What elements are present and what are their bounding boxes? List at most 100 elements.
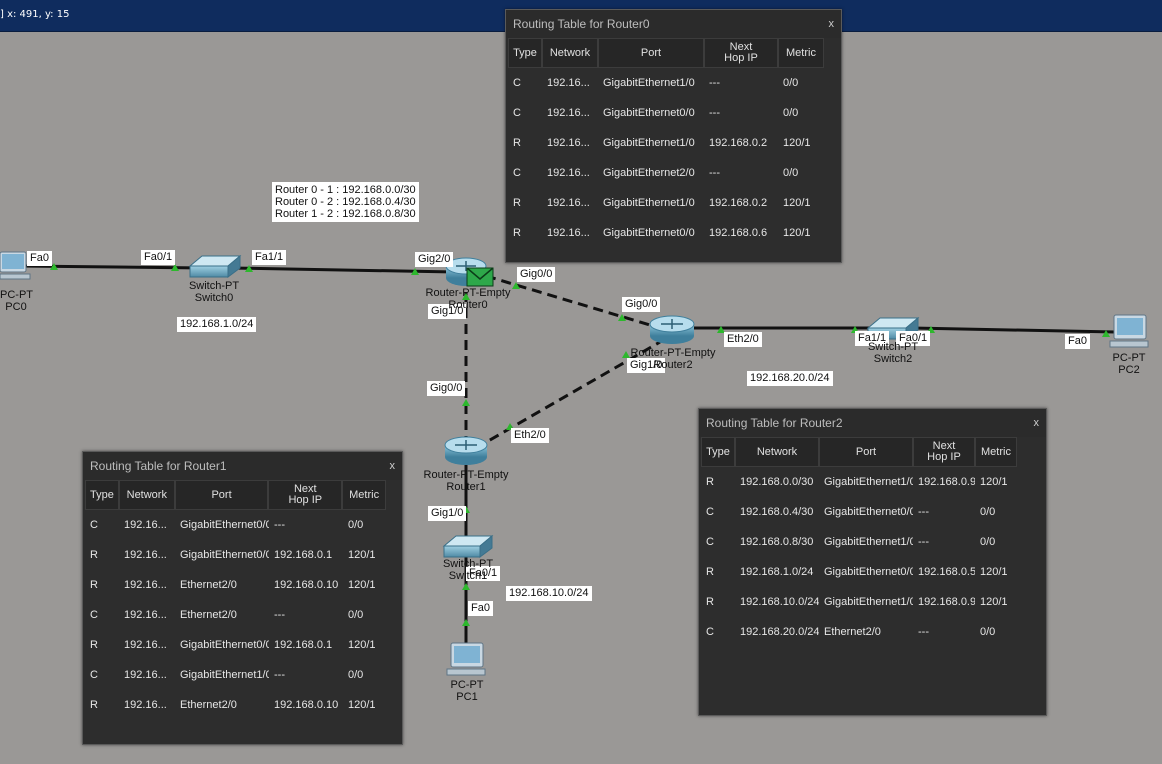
router2-icon[interactable]: [649, 315, 695, 344]
column-header-metric[interactable]: Metric: [975, 437, 1017, 467]
pc1-icon[interactable]: [446, 642, 486, 676]
column-header-network[interactable]: Network: [118, 480, 175, 510]
table-cell-type: C: [513, 107, 521, 119]
port-label-router1-eth20: Eth2/0: [511, 428, 549, 443]
window-titlebar[interactable]: Routing Table for Router2 x: [699, 409, 1046, 437]
port-label-router0-gig00: Gig0/0: [517, 267, 556, 282]
table-cell-type: C: [706, 506, 714, 518]
close-button[interactable]: x: [1033, 417, 1040, 429]
table-cell-metric: 0/0: [348, 609, 364, 621]
window-title: Routing Table for Router0: [513, 17, 650, 31]
table-cell-next-hop-ip: 192.168.0.2: [709, 137, 768, 149]
network-label-192-168-1-0: 192.168.1.0/24: [177, 317, 257, 332]
port-label-pc1-fa0: Fa0: [468, 601, 493, 616]
port-label-switch2-fa11: Fa1/1: [855, 331, 890, 346]
table-cell-type: R: [90, 549, 98, 561]
device-name: Switch0: [194, 292, 234, 304]
window-titlebar[interactable]: Routing Table for Router0 x: [506, 10, 841, 38]
column-header-type[interactable]: Type: [85, 480, 119, 510]
column-header-network[interactable]: Network: [542, 38, 598, 68]
table-cell-type: C: [513, 77, 521, 89]
link-switch0-router0[interactable]: [231, 266, 456, 274]
column-header-port[interactable]: Port: [174, 480, 269, 510]
column-header-metric[interactable]: Metric: [342, 480, 387, 510]
table-cell-metric: 0/0: [980, 506, 996, 518]
table-cell-port: Ethernet2/0: [180, 699, 237, 711]
table-cell-next-hop-ip: ---: [709, 107, 720, 119]
window-titlebar[interactable]: Routing Table for Router1 x: [83, 452, 402, 480]
table-cell-next-hop-ip: ---: [918, 626, 929, 638]
column-header-type[interactable]: Type: [508, 38, 542, 68]
table-cell-metric: 0/0: [348, 519, 364, 531]
column-header-type[interactable]: Type: [701, 437, 735, 467]
column-header-port[interactable]: Port: [598, 38, 704, 68]
table-cell-port: GigabitEthernet2/0: [603, 167, 695, 179]
table-cell-next-hop-ip: 192.168.0.1: [274, 639, 333, 651]
packet-envelope-icon[interactable]: [466, 267, 494, 287]
device-type: PC-PT: [0, 289, 33, 301]
router0-label: Router-PT-Empty Router0: [425, 287, 511, 311]
table-cell-metric: 120/1: [980, 566, 1008, 578]
table-cell-metric: 120/1: [980, 476, 1008, 488]
table-cell-next-hop-ip: 192.168.0.5: [918, 566, 975, 578]
pc2-label: PC-PT PC2: [1110, 352, 1148, 376]
port-label-router2-gig00: Gig0/0: [622, 297, 661, 312]
switch1-icon[interactable]: [442, 534, 494, 558]
table-cell-type: R: [513, 137, 521, 149]
note-line: Router 1 - 2 : 192.168.0.8/30: [275, 208, 416, 220]
column-header-metric[interactable]: Metric: [778, 38, 824, 68]
pc0-icon[interactable]: [0, 251, 31, 280]
link-switch2-pc2[interactable]: [911, 326, 1116, 334]
table-cell-network: 192.168.0.8/30: [740, 536, 814, 548]
link-pc0-switch0[interactable]: [19, 264, 206, 270]
table-cell-metric: 120/1: [348, 579, 376, 591]
device-type: Router-PT-Empty: [425, 287, 511, 299]
table-cell-metric: 120/1: [348, 699, 376, 711]
pc2-icon[interactable]: [1109, 314, 1149, 348]
column-header-network[interactable]: Network: [735, 437, 819, 467]
port-label-router1-gig00: Gig0/0: [427, 381, 466, 396]
switch1-label: Switch-PT Switch1: [440, 558, 496, 582]
table-cell-next-hop-ip: 192.168.0.9: [918, 476, 975, 488]
table-cell-port: GigabitEthernet1/0: [603, 197, 695, 209]
switch0-icon[interactable]: [188, 254, 242, 278]
link-router0-router2[interactable]: [485, 274, 661, 330]
device-name: Router0: [448, 299, 488, 311]
table-cell-network: 192.168.10.0/24: [740, 596, 819, 608]
table-cell-next-hop-ip: ---: [918, 506, 929, 518]
close-button[interactable]: x: [828, 18, 835, 30]
table-cell-port: GigabitEthernet0/0: [180, 639, 269, 651]
close-button[interactable]: x: [389, 460, 396, 472]
subnet-note: Router 0 - 1 : 192.168.0.0/30 Router 0 -…: [272, 182, 419, 222]
pc1-label: PC-PT PC1: [447, 679, 487, 703]
router1-icon[interactable]: [444, 436, 488, 465]
column-header-port[interactable]: Port: [819, 437, 913, 467]
device-name: Router2: [653, 359, 693, 371]
